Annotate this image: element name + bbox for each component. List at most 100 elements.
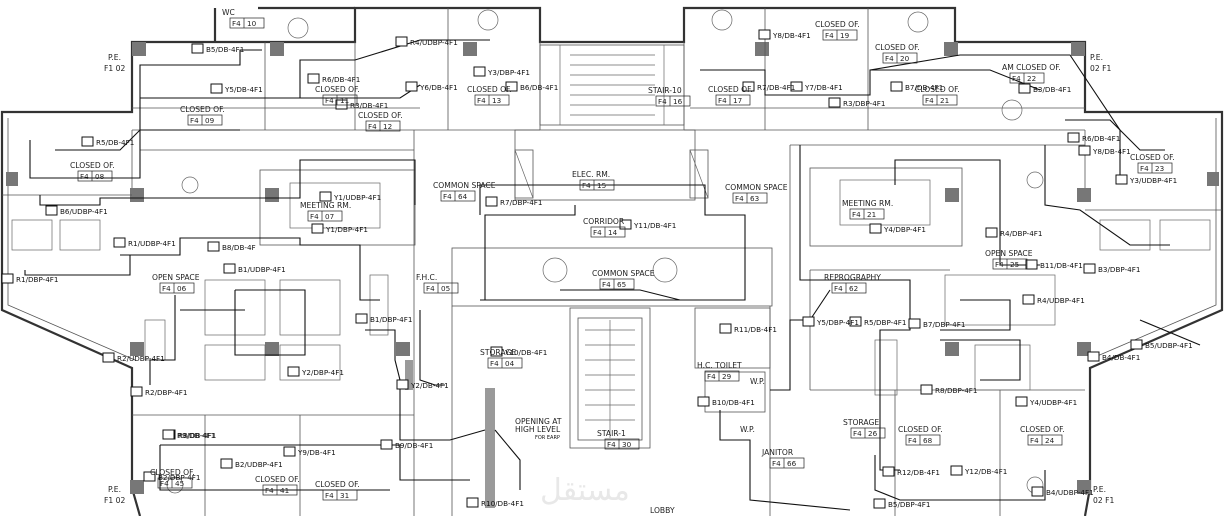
room-name: STAIR-1 bbox=[597, 429, 626, 438]
panel-label: Y8/DB-4F1 bbox=[772, 31, 811, 40]
room-tag-box bbox=[769, 457, 805, 469]
panel-marker bbox=[1130, 339, 1143, 350]
panel-marker bbox=[319, 191, 332, 202]
room-tag-box bbox=[905, 434, 941, 446]
room-tag-floor: F4 bbox=[190, 116, 199, 125]
room-tag-number: 66 bbox=[787, 459, 797, 468]
room-name: OPEN SPACE bbox=[152, 273, 200, 282]
room-tag-floor: F4 bbox=[325, 491, 334, 500]
room-name: MEETING RM. bbox=[842, 199, 893, 208]
room-tag-box bbox=[704, 370, 740, 382]
panel-label: Y7/DB-4F1 bbox=[804, 83, 843, 92]
room-tag-number: 20 bbox=[900, 54, 910, 63]
room-name: H.C. TOILET bbox=[697, 361, 742, 370]
room-tag-floor: F4 bbox=[490, 359, 499, 368]
panel-label: R12/DB-4F1 bbox=[897, 468, 940, 477]
panel-label: Y8/DB-4F1 bbox=[1092, 147, 1131, 156]
room-tag-box bbox=[604, 438, 640, 450]
room-name: COMMON SPACE bbox=[592, 269, 655, 278]
room-tag-number: 23 bbox=[1155, 164, 1164, 173]
room-tag-number: 62 bbox=[849, 284, 858, 293]
room-tag-number: 41 bbox=[280, 486, 289, 495]
panel-marker bbox=[758, 29, 771, 40]
panel-marker bbox=[485, 196, 498, 207]
room-name: CLOSED OF. bbox=[915, 85, 960, 94]
room-name: CLOSED OF. bbox=[150, 468, 195, 477]
panel-marker bbox=[849, 316, 862, 327]
panel-marker bbox=[143, 471, 156, 482]
room-tag-floor: F4 bbox=[607, 440, 616, 449]
room-name: STAIR-10 bbox=[648, 86, 682, 95]
room-tag-box bbox=[187, 114, 223, 126]
panel-label: R4/UDBP-4F1 bbox=[410, 38, 458, 47]
panel-label: B2/DBP-4F1 bbox=[158, 473, 200, 482]
room-tag-floor: F4 bbox=[885, 54, 894, 63]
room-tag-floor: F4 bbox=[162, 284, 171, 293]
panel-label: B1/DBP-4F1 bbox=[370, 315, 412, 324]
structural-columns bbox=[6, 42, 1219, 508]
panel-marker bbox=[790, 81, 803, 92]
room-name: MEETING RM. bbox=[300, 201, 351, 210]
panel-label: R2/UDBP-4F1 bbox=[117, 354, 165, 363]
panel-marker bbox=[869, 223, 882, 234]
panel-label: R11/DB-4F1 bbox=[734, 325, 777, 334]
room-tag-floor: F4 bbox=[1140, 164, 1149, 173]
office-furniture bbox=[11, 9, 1211, 494]
room-tag-box bbox=[579, 179, 615, 191]
room-tag-number: 14 bbox=[608, 228, 618, 237]
panel-label: B8/DB-4F bbox=[222, 243, 256, 252]
room-name: CLOSED OF. bbox=[708, 85, 753, 94]
room-tag-box bbox=[599, 278, 635, 290]
room-tag-floor: F4 bbox=[908, 436, 917, 445]
panel-marker bbox=[1087, 351, 1100, 362]
panel-label: B4/UDBP-4F1 bbox=[1046, 488, 1094, 497]
panel-marker bbox=[1031, 486, 1044, 497]
lobby-label: LOBBY bbox=[650, 506, 675, 515]
room-tag-box bbox=[590, 226, 626, 238]
room-tag-box bbox=[831, 282, 867, 294]
room-name: ELEC. RM. bbox=[572, 170, 610, 179]
room-name: REPROGRAPHY bbox=[824, 273, 881, 282]
room-tag-number: 07 bbox=[325, 212, 334, 221]
panel-label: R9/DB-4F1 bbox=[177, 431, 215, 440]
panel-marker bbox=[920, 384, 933, 395]
room-tag-box bbox=[715, 94, 751, 106]
room-tag-number: 29 bbox=[722, 372, 732, 381]
room-name: CLOSED OF. bbox=[180, 105, 225, 114]
panel-marker bbox=[890, 81, 903, 92]
room-name: CLOSED OF. bbox=[1020, 425, 1065, 434]
room-tag-floor: F4 bbox=[1012, 74, 1021, 83]
panel-marker bbox=[908, 318, 921, 329]
room-tag-box bbox=[159, 282, 195, 294]
room-tag-box bbox=[440, 190, 476, 202]
panel-marker bbox=[210, 83, 223, 94]
panel-label: B6/UDBP-4F1 bbox=[60, 207, 108, 216]
panel-label: Y4/DBP-4F1 bbox=[883, 225, 926, 234]
room-name: CLOSED OF. bbox=[70, 161, 115, 170]
room-tag-box bbox=[487, 357, 523, 369]
room-tag-floor: F4 bbox=[834, 284, 843, 293]
room-tag-number: 21 bbox=[940, 96, 949, 105]
panel-marker bbox=[719, 323, 732, 334]
stair-hatching bbox=[514, 44, 709, 438]
room-name: OPEN SPACE bbox=[985, 249, 1033, 258]
room-tag-floor: F4 bbox=[852, 210, 861, 219]
panel-markers bbox=[1, 29, 1143, 509]
room-tag-number: 24 bbox=[1045, 436, 1055, 445]
room-tag-box bbox=[77, 170, 113, 182]
room-tag-floor: F4 bbox=[265, 486, 274, 495]
panel-label: R2/DBP-4F1 bbox=[145, 388, 188, 397]
room-name: CLOSED OF. bbox=[315, 480, 360, 489]
